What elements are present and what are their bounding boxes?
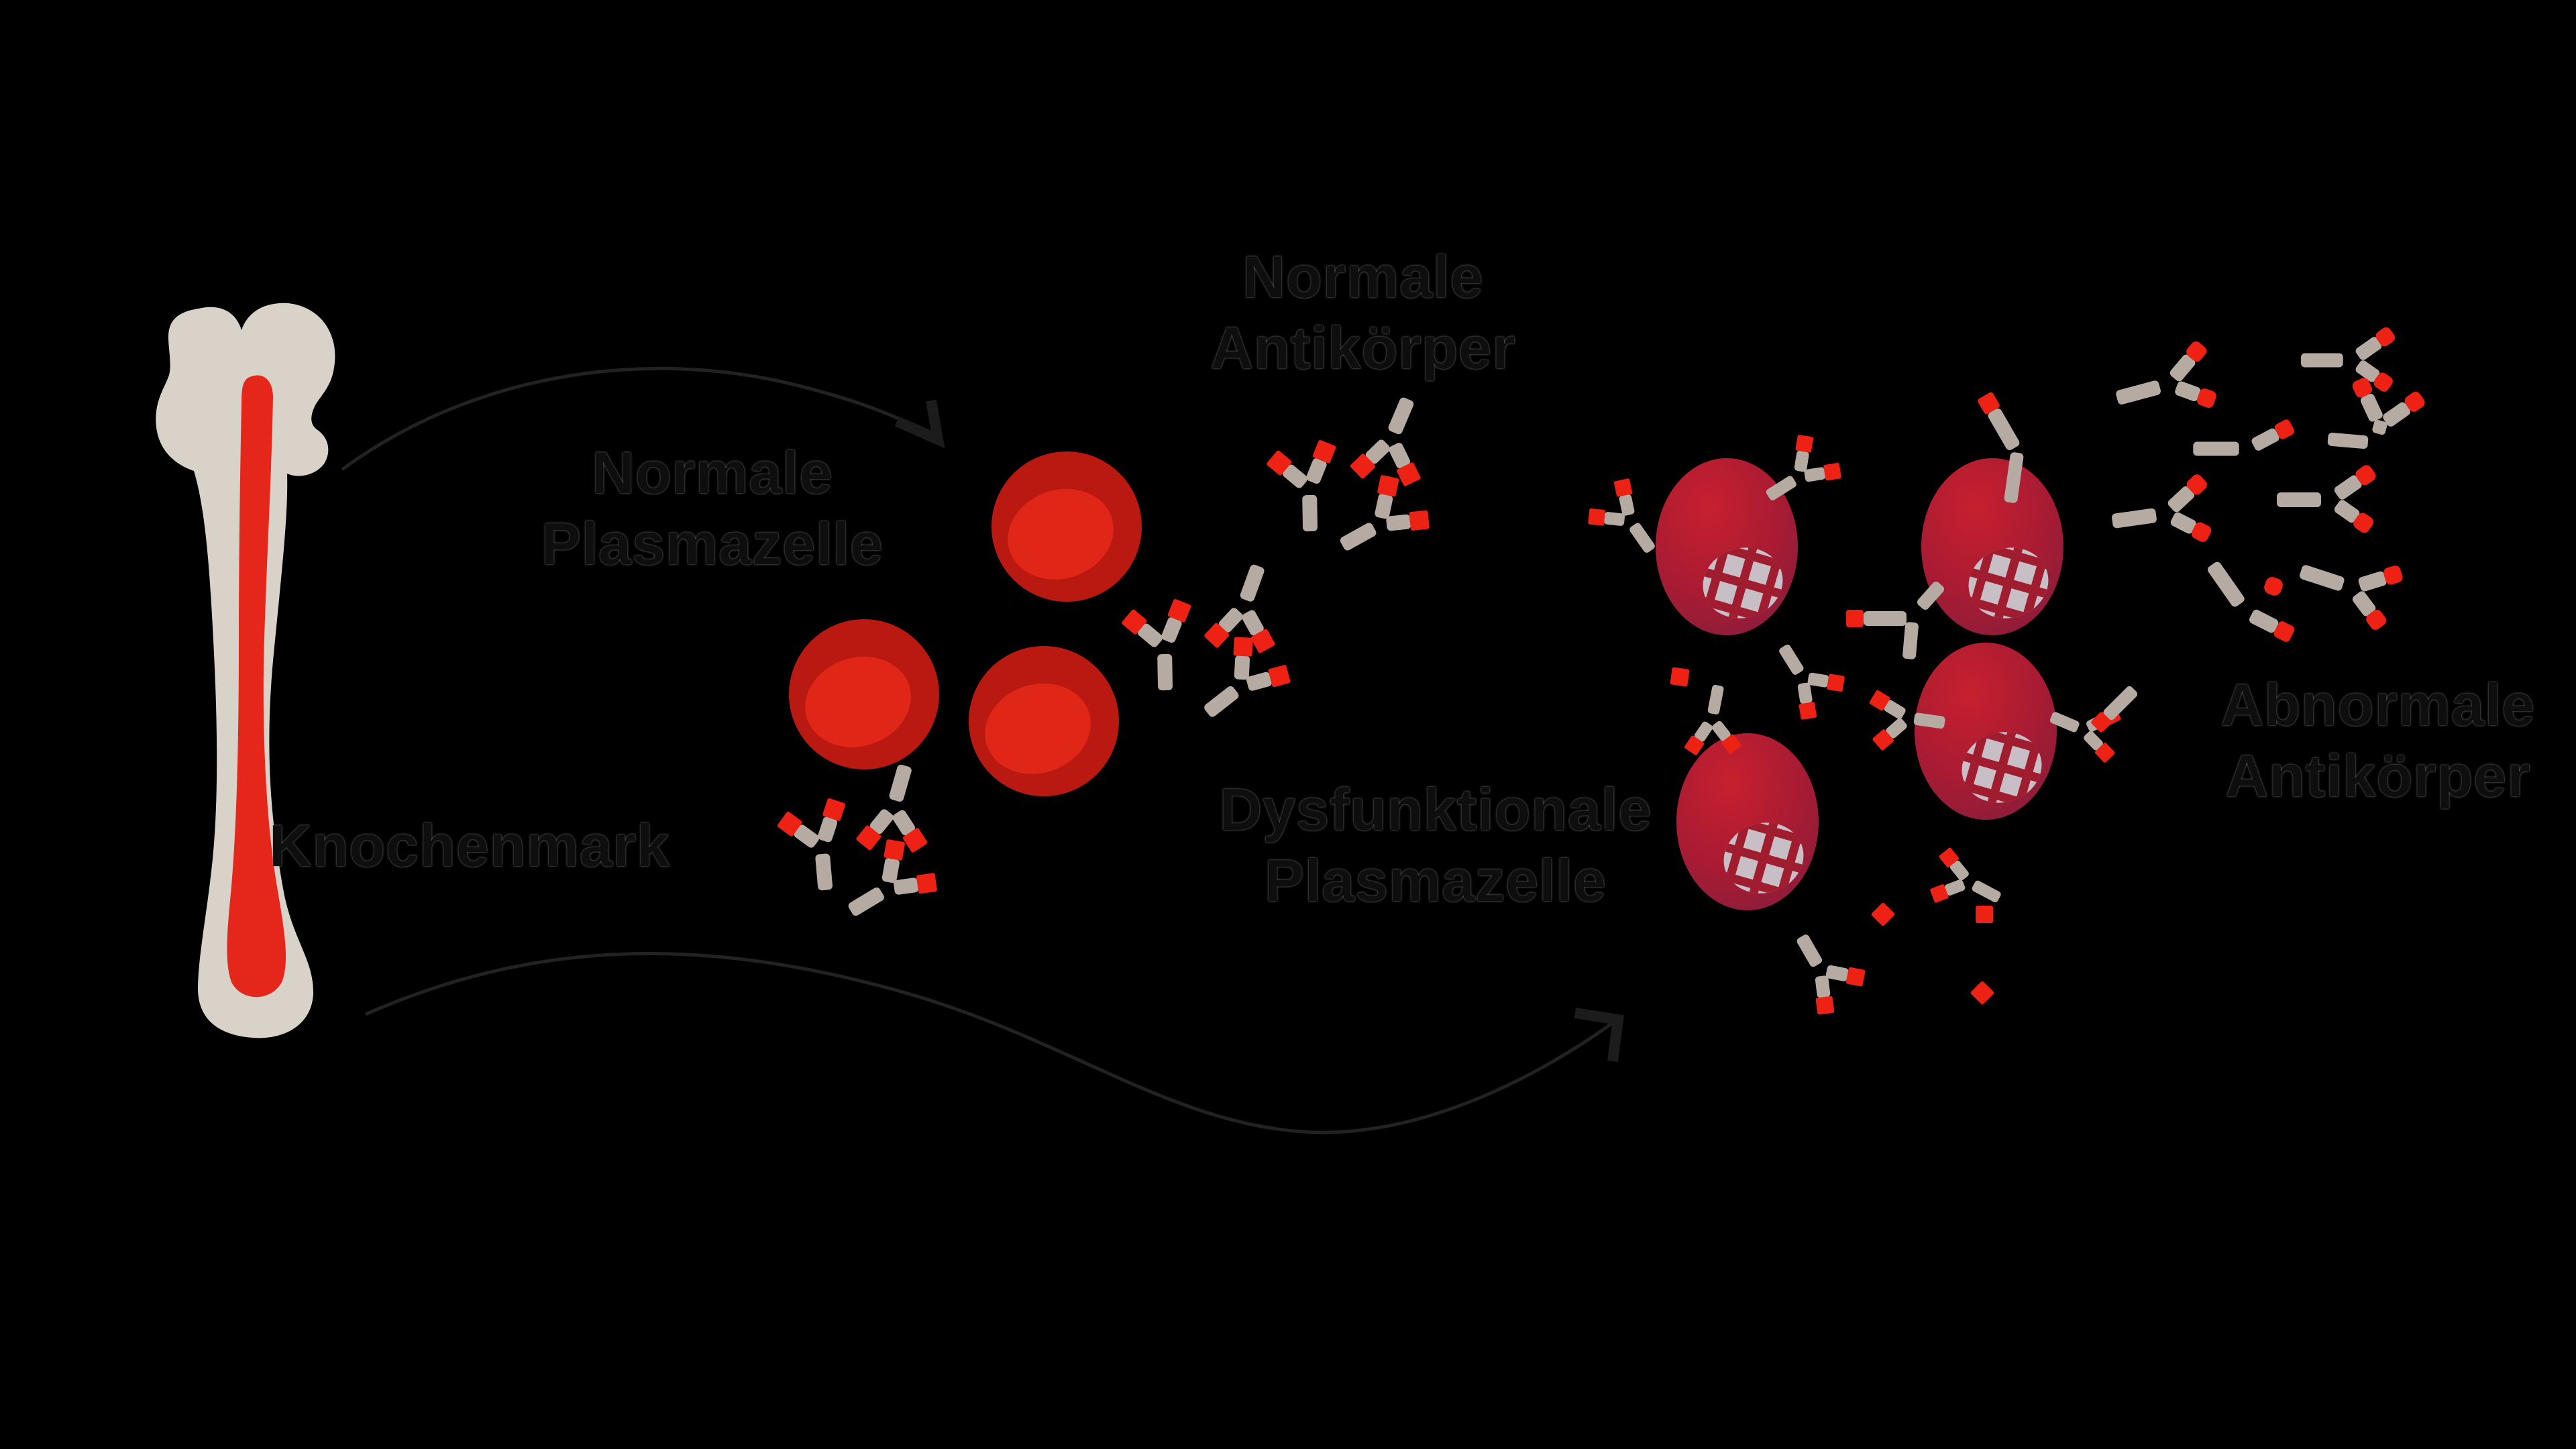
arrowhead-bottom bbox=[1574, 1008, 1624, 1063]
abnormal-antibody-icon bbox=[2107, 336, 2224, 433]
antibody-icon bbox=[830, 831, 946, 946]
antibody-icon bbox=[1118, 594, 1211, 699]
antibody-icon bbox=[1754, 629, 1852, 727]
abnormal-antibody-icon bbox=[2193, 418, 2296, 456]
bone-marrow-fill bbox=[227, 375, 286, 998]
bone-icon bbox=[156, 303, 335, 1038]
arrow-to-dysfunctional-cells bbox=[364, 951, 1624, 1134]
label-abnormale-antikoerper: Abnormale Antikörper bbox=[2220, 672, 2536, 809]
antibody-icon bbox=[1185, 628, 1298, 743]
antibody-icon bbox=[1770, 919, 1872, 1022]
normal-plasma-cell bbox=[789, 619, 939, 769]
antibody-icon bbox=[1347, 389, 1435, 490]
antibody-icon bbox=[1263, 435, 1356, 540]
label-dysfunktionale-plasmazelle: Dysfunktionale Plasmazelle bbox=[1219, 776, 1652, 914]
antibody-icon bbox=[855, 761, 932, 855]
antibody-fragment-icon bbox=[1917, 582, 1945, 610]
antigen-dot-icon bbox=[1871, 902, 1895, 926]
antibody-icon bbox=[1323, 467, 1438, 581]
antigen-dot-icon bbox=[2264, 577, 2283, 596]
dysfunctional-plasma-cell bbox=[1913, 643, 2090, 856]
normal-plasma-cell bbox=[969, 646, 1119, 796]
abnormal-antibody-icon bbox=[1976, 391, 2023, 453]
abnormal-antibody-icon bbox=[1846, 610, 1907, 627]
abnormal-antibody-icon bbox=[2107, 470, 2218, 557]
arrowhead-top bbox=[894, 399, 945, 449]
abnormal-antibody-icon bbox=[2290, 536, 2409, 636]
antibody-icon bbox=[1926, 845, 2010, 920]
abnormal-antibody-icon bbox=[2301, 325, 2398, 394]
label-knochenmark: Knochenmark bbox=[168, 810, 771, 881]
label-normale-plasmazelle: Normale Plasmazelle bbox=[541, 439, 883, 577]
antibody-icon bbox=[773, 793, 870, 900]
arrow-to-normal-cells bbox=[341, 366, 945, 472]
antigen-dot-icon bbox=[1670, 667, 1690, 687]
antibody-fragment-icon bbox=[2327, 432, 2369, 449]
label-knochenmark-text: Knochenmark bbox=[269, 812, 670, 879]
antibody-fragment-icon bbox=[2004, 452, 2024, 503]
antigen-dot-icon bbox=[1970, 981, 1994, 1005]
antibody-fragment-icon bbox=[1902, 622, 1919, 659]
label-normale-antikoerper: Normale Antikörper bbox=[1210, 244, 1516, 381]
abnormal-antibody-icon bbox=[2206, 545, 2301, 657]
antigen-dot-icon bbox=[1976, 906, 1993, 923]
abnormal-antibody-icon bbox=[2277, 463, 2378, 535]
dysfunctional-plasma-cell bbox=[1654, 458, 1831, 672]
